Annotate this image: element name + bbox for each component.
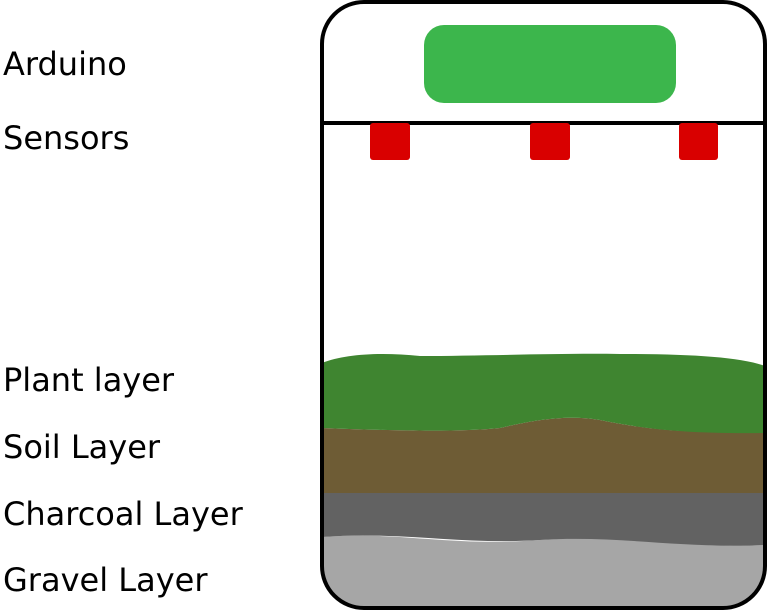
- label-arduino: Arduino: [3, 45, 127, 83]
- label-soil-layer: Soil Layer: [3, 428, 161, 466]
- label-plant-layer: Plant layer: [3, 361, 175, 399]
- charcoal-layer: [322, 492, 765, 546]
- arduino-board-icon: [424, 25, 676, 103]
- sensor-icon-1: [370, 123, 410, 160]
- terrarium-container-outline: [320, 0, 767, 610]
- soil-layer: [322, 417, 765, 493]
- sensor-icon-3: [679, 123, 718, 160]
- label-sensors: Sensors: [3, 119, 129, 157]
- label-charcoal-layer: Charcoal Layer: [3, 495, 244, 533]
- sensor-icon-2: [530, 123, 570, 160]
- layers-group: [322, 353, 765, 608]
- label-gravel-layer: Gravel Layer: [3, 561, 208, 599]
- plant-layer: [322, 353, 765, 434]
- gravel-layer: [322, 535, 765, 608]
